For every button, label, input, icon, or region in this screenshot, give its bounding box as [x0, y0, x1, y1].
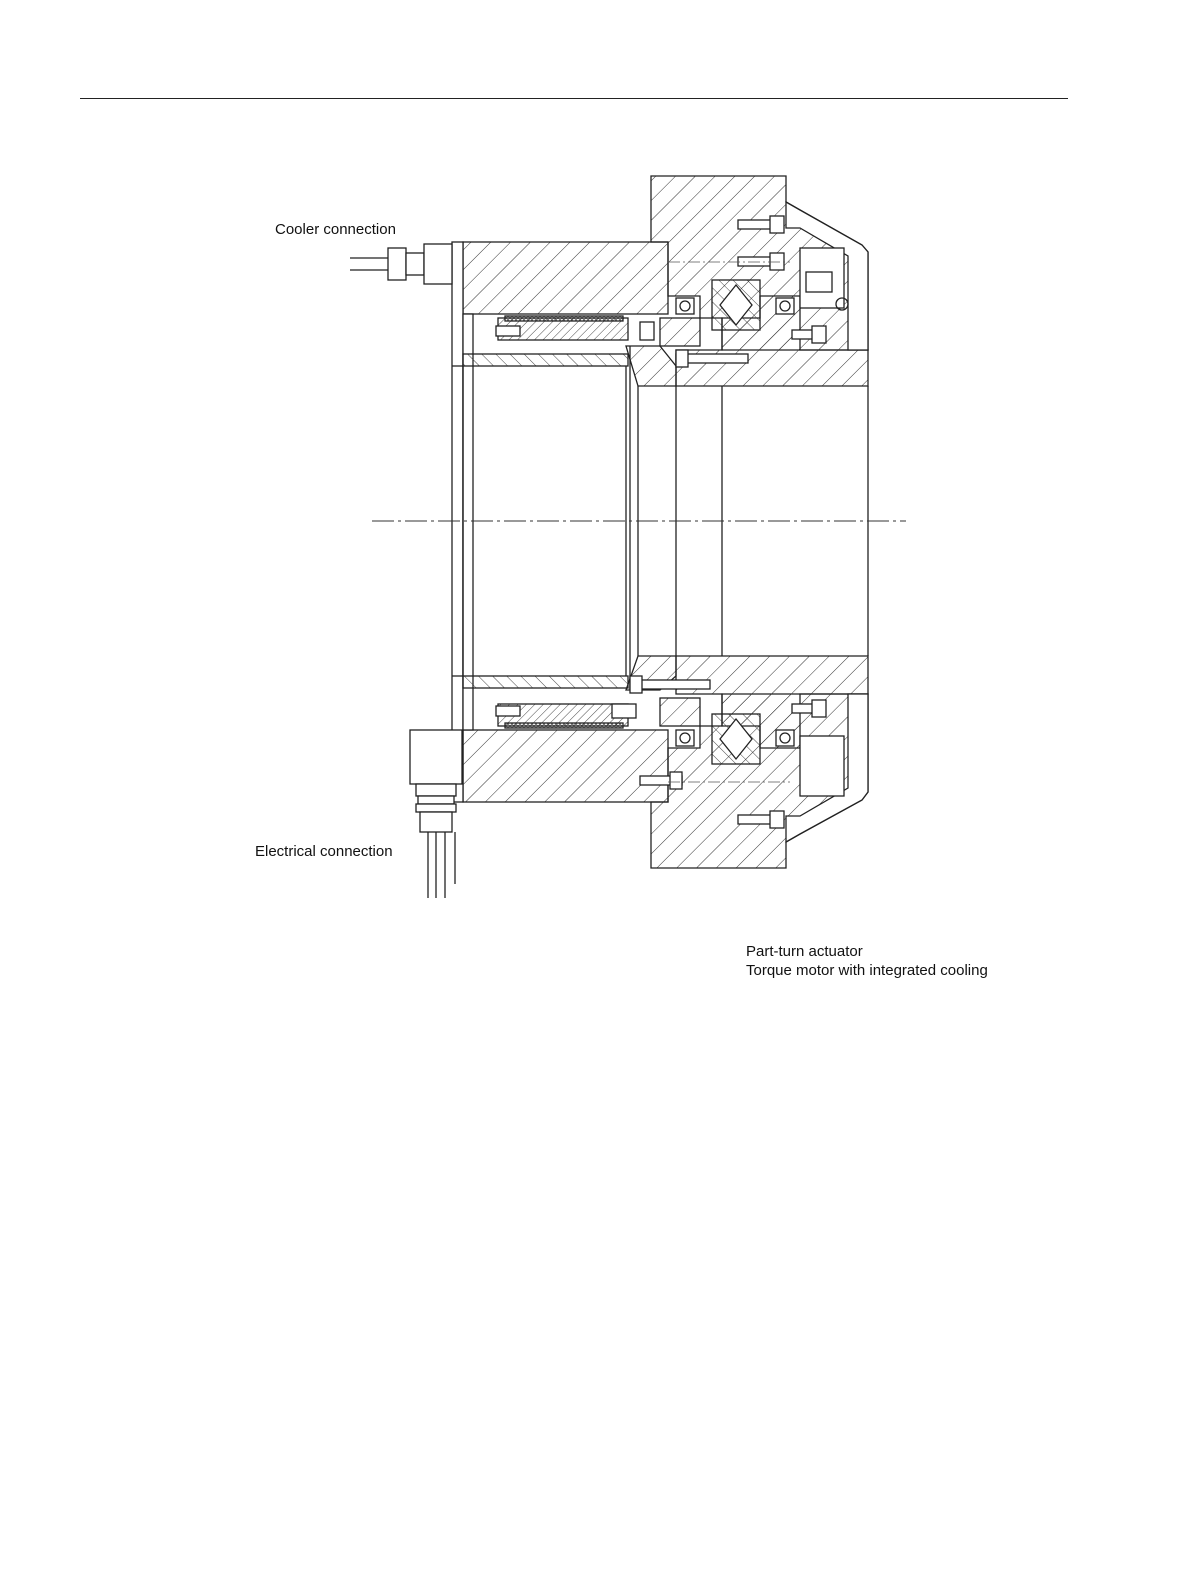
cooler-connection-fitting — [350, 244, 452, 284]
cover-inner — [463, 314, 473, 730]
rotor-sleeve-upper — [463, 354, 628, 366]
bearing-ring-lower — [660, 698, 700, 726]
electrical-connector — [410, 730, 462, 898]
bearing-ring-upper — [660, 318, 700, 346]
caption-line-1: Part-turn actuator — [746, 942, 988, 961]
caption-line-2: Torque motor with integrated cooling — [746, 961, 988, 980]
stator-housing-upper — [463, 242, 668, 314]
left-cover-plate — [452, 242, 463, 802]
electrical-connection-label: Electrical connection — [255, 842, 393, 861]
winding-lower — [505, 723, 623, 728]
winding-upper — [505, 316, 623, 321]
rotor-hub-upper — [626, 346, 676, 386]
rotor-sleeve-lower — [463, 676, 628, 688]
cooler-connection-label: Cooler connection — [275, 220, 396, 239]
figure-caption: Part-turn actuator Torque motor with int… — [746, 942, 988, 980]
stator-housing-lower — [463, 730, 668, 802]
